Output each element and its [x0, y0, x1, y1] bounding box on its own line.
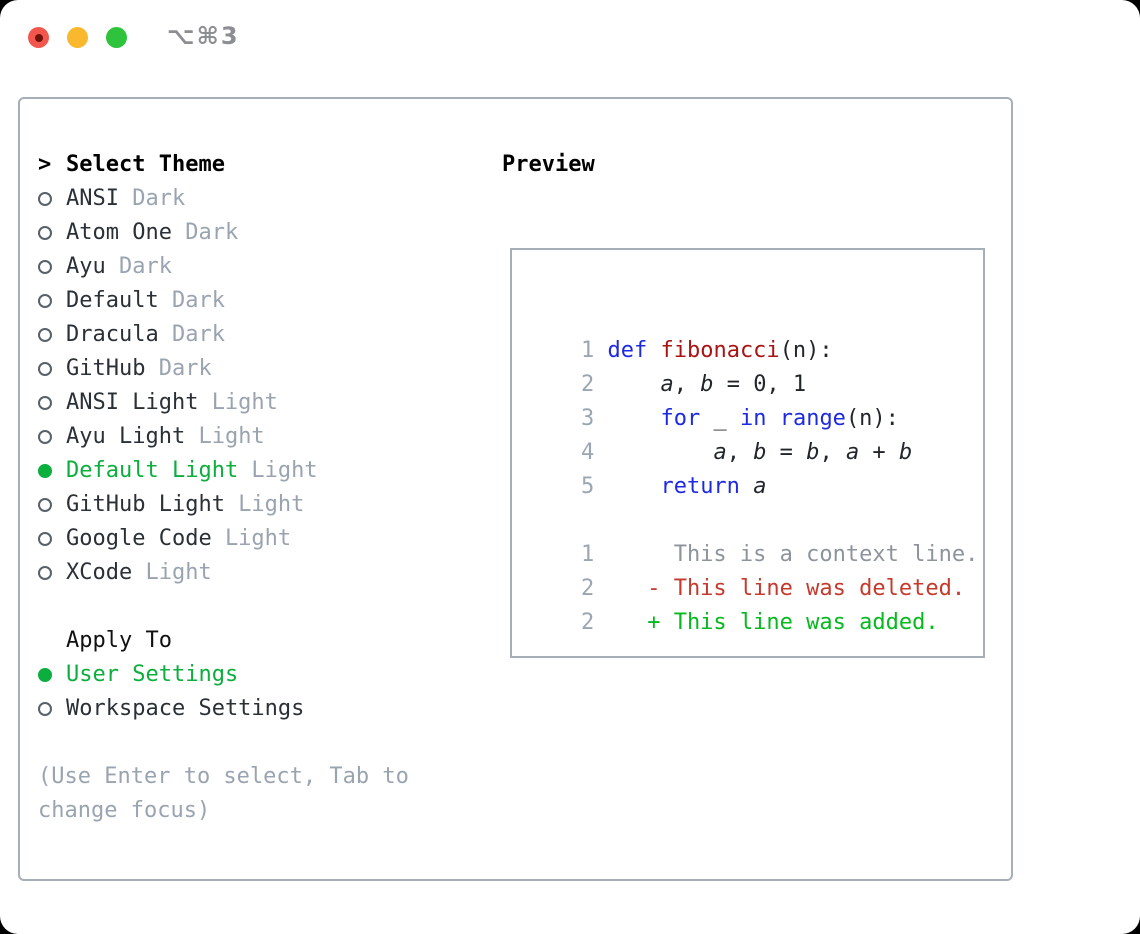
preview-code-line: 2 + This line was added. — [528, 572, 983, 635]
theme-list: ANSI Dark Atom One Dark Ayu Dark Default… — [38, 182, 409, 590]
theme-option-tag: Dark — [158, 356, 212, 381]
theme-option[interactable]: Ayu Light Light — [38, 420, 409, 454]
theme-option-tag: Light — [198, 424, 265, 449]
theme-option-name: Default — [66, 288, 159, 313]
line-number: 2 — [580, 372, 595, 397]
preview-code-line: 4 a, b = b, a + b — [528, 402, 983, 465]
theme-option[interactable]: Google Code Light — [38, 522, 409, 556]
theme-option[interactable]: XCode Light — [38, 556, 409, 590]
titlebar: ⌥⌘3 — [0, 0, 1140, 76]
apply-to-option[interactable]: User Settings — [38, 658, 409, 692]
radio-icon — [38, 566, 52, 580]
theme-picker-panel: > Select Theme ANSI Dark Atom One Dark A… — [18, 97, 1013, 881]
apply-to-heading-label: Apply To — [66, 628, 172, 653]
theme-option[interactable]: Default Light Light — [38, 454, 409, 488]
select-theme-heading: > Select Theme — [38, 148, 409, 182]
radio-icon — [38, 362, 52, 376]
theme-option-name: Atom One — [66, 220, 172, 245]
radio-icon — [38, 702, 52, 716]
radio-icon — [38, 464, 52, 478]
apply-to-option-label: Workspace Settings — [66, 696, 305, 721]
preview-code-line: 1 This is a context line. — [528, 504, 983, 567]
theme-selector-column: > Select Theme ANSI Dark Atom One Dark A… — [38, 148, 409, 828]
theme-option-tag: Dark — [118, 254, 172, 279]
radio-icon — [38, 294, 52, 308]
theme-option-tag: Dark — [171, 322, 225, 347]
theme-option-name: XCode — [66, 560, 133, 585]
radio-icon — [38, 498, 52, 512]
traffic-lights — [28, 27, 127, 48]
radio-icon — [38, 260, 52, 274]
minimize-button[interactable] — [67, 27, 88, 48]
line-number: 3 — [580, 406, 595, 431]
preview-code-line: 2 - This line was deleted. — [528, 538, 983, 601]
apply-to-heading: Apply To — [38, 624, 409, 658]
line-number: 4 — [580, 440, 595, 465]
theme-option[interactable]: Ayu Dark — [38, 250, 409, 284]
preview-code-line: 3 for _ in range(n): — [528, 368, 983, 431]
select-theme-heading-label: Select Theme — [66, 152, 225, 177]
theme-option[interactable]: Atom One Dark — [38, 216, 409, 250]
radio-icon — [38, 328, 52, 342]
radio-icon — [38, 226, 52, 240]
theme-option-tag: Light — [251, 458, 318, 483]
footer-hint-line-2: change focus) — [38, 798, 211, 823]
theme-option-tag: Light — [224, 526, 292, 551]
theme-option-tag: Dark — [185, 220, 239, 245]
zoom-button[interactable] — [106, 27, 127, 48]
preview-code-line: 2 a, b = 0, 1 — [528, 334, 983, 397]
cursor-marker: > — [38, 152, 52, 177]
theme-option[interactable]: Dracula Dark — [38, 318, 409, 352]
spacer — [38, 726, 409, 760]
theme-option[interactable]: GitHub Light Light — [38, 488, 409, 522]
radio-icon — [38, 430, 52, 444]
window-shortcut-label: ⌥⌘3 — [167, 22, 240, 50]
theme-option-tag: Light — [238, 492, 305, 517]
line-number: 1 — [580, 542, 595, 567]
theme-option[interactable]: Default Dark — [38, 284, 409, 318]
apply-to-option[interactable]: Workspace Settings — [38, 692, 409, 726]
theme-option-tag: Light — [145, 560, 212, 585]
unsaved-indicator-dot — [34, 33, 43, 42]
theme-option-tag: Dark — [132, 186, 186, 211]
theme-option[interactable]: ANSI Light Light — [38, 386, 409, 420]
footer-hint-line-1: (Use Enter to select, Tab to — [38, 764, 409, 789]
theme-option-name: ANSI — [66, 186, 119, 211]
theme-option-name: Ayu Light — [66, 424, 186, 449]
theme-option-name: Ayu — [66, 254, 106, 279]
close-button[interactable] — [28, 27, 49, 48]
theme-option-name: ANSI Light — [66, 390, 199, 415]
line-number: 2 — [580, 576, 595, 601]
preview-code-line: 5 return a — [528, 436, 983, 499]
theme-option-name: Dracula — [66, 322, 159, 347]
theme-option-name: GitHub — [66, 356, 146, 381]
theme-option[interactable]: GitHub Dark — [38, 352, 409, 386]
radio-icon — [38, 532, 52, 546]
theme-option-tag: Light — [211, 390, 278, 415]
radio-icon — [38, 668, 52, 682]
theme-option-name: GitHub Light — [66, 492, 225, 517]
theme-option-name: Default Light — [66, 458, 239, 483]
apply-to-option-label: User Settings — [66, 662, 239, 687]
theme-option-name: Google Code — [66, 526, 212, 551]
line-number: 1 — [580, 338, 595, 363]
radio-icon — [38, 192, 52, 206]
theme-option-tag: Dark — [171, 288, 225, 313]
footer-hint: (Use Enter to select, Tab to change focu… — [38, 760, 409, 828]
apply-to-list: User Settings Workspace Settings — [38, 658, 409, 726]
spacer — [38, 590, 409, 624]
preview-heading: Preview — [502, 152, 595, 177]
theme-option[interactable]: ANSI Dark — [38, 182, 409, 216]
line-number: 5 — [580, 474, 595, 499]
radio-icon — [38, 396, 52, 410]
line-number: 2 — [580, 610, 595, 635]
